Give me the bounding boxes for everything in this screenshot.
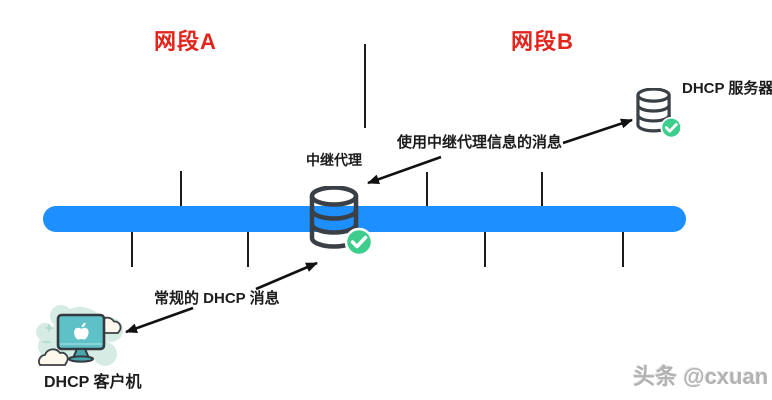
segment-divider-line (364, 44, 366, 128)
dhcp-client-label: DHCP 客户机 (44, 374, 142, 391)
client-computer-icon (33, 302, 128, 379)
bus-tap-line (541, 172, 543, 206)
segment-b-label: 网段B (511, 29, 574, 54)
bus-tap-line (180, 171, 182, 206)
bus-tap-line (247, 232, 249, 267)
arrow-normal-msg-to-client (125, 306, 194, 334)
network-bus-bar (43, 206, 686, 232)
dhcp-server-label: DHCP 服务器 (682, 80, 772, 97)
relay-agent-label: 中继代理 (306, 152, 362, 168)
normal-dhcp-message-label: 常规的 DHCP 消息 (154, 290, 280, 307)
bus-tap-line (426, 172, 428, 206)
bus-tap-line (622, 232, 624, 267)
segment-a-label: 网段A (154, 29, 217, 54)
relay-info-message-label: 使用中继代理信息的消息 (397, 134, 563, 151)
arrow-normal-msg-to-relay (255, 261, 318, 291)
check-icon (660, 116, 683, 139)
database-cylinder (309, 185, 359, 249)
relay-database-icon (308, 185, 374, 263)
bus-tap-line (131, 232, 133, 267)
cloud-icon (38, 348, 69, 366)
watermark: 头条 @cxuan (633, 364, 769, 389)
bus-tap-line (484, 232, 486, 267)
arrow-relay-info-to-server (562, 118, 633, 145)
arrow-relay-info-to-relay (367, 155, 442, 185)
check-icon (344, 227, 374, 257)
apple-logo-icon (74, 322, 89, 340)
server-database-icon (635, 87, 683, 144)
